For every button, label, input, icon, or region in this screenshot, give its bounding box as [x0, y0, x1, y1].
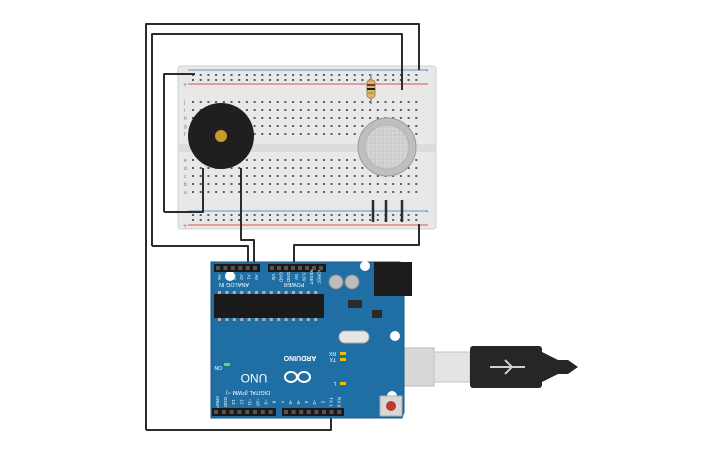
wire-gnd-outer: [145, 23, 420, 430]
wire-buzzer-signal: [240, 168, 255, 264]
reset-button-icon: [386, 401, 396, 411]
row-letter: d: [184, 166, 187, 172]
pin-label: A3: [232, 274, 237, 280]
pin-label: 7: [280, 401, 285, 404]
digital-header-low: [212, 408, 276, 416]
resistor: [366, 74, 376, 104]
pin-label: RX 0: [337, 397, 342, 408]
analog-header: [214, 264, 260, 272]
wire-rail-left: [163, 73, 195, 212]
digital-header-high: [282, 408, 344, 416]
row-letter: e: [184, 158, 187, 164]
wire-buzzer-lead: [164, 168, 204, 213]
pin-label: A2: [239, 274, 244, 280]
power-jack: [374, 262, 412, 296]
tx-label: TX: [329, 356, 336, 362]
on-label: ON: [214, 364, 222, 370]
pin-label: ~3: [312, 399, 317, 405]
buzzer-center: [215, 130, 227, 142]
model-label: UNO: [241, 371, 268, 385]
wire-analog-a: [152, 245, 249, 264]
pin-label: AREF: [215, 396, 220, 408]
pin-label: 13: [231, 399, 236, 405]
breadboard-channel: [178, 144, 436, 152]
pin-label: 8: [272, 401, 277, 404]
pin-label: IOREF: [317, 270, 322, 284]
pin-label: ~11: [247, 398, 252, 406]
pin-label: ~10: [256, 398, 261, 406]
pin-label: A0: [254, 274, 259, 280]
rail-minus-label-bottom: -: [426, 209, 429, 216]
pin-label: 3.3V: [301, 272, 306, 281]
pin-label: RESET: [309, 269, 314, 284]
gas-sensor: [357, 117, 417, 177]
power-header-label: POWER: [284, 281, 305, 287]
pin-label: 2: [320, 401, 325, 404]
pin-label: 12: [239, 399, 244, 405]
pin-label: ~5: [296, 399, 301, 405]
pin-label: GND: [279, 272, 284, 283]
row-letter: f: [184, 132, 186, 138]
pin-label: 5V: [294, 274, 299, 280]
rx-label: RX: [328, 350, 336, 356]
brand-label: ARDUINO: [283, 354, 316, 361]
analog-header-label: ANALOG IN: [219, 281, 249, 287]
power-header: [268, 264, 326, 272]
rail-minus-label: -: [426, 68, 429, 75]
row-letter: h: [184, 116, 187, 122]
row-letter: i: [184, 108, 185, 114]
pin-label: GND: [286, 272, 291, 283]
arduino-infinity-logo: [284, 371, 311, 383]
microcontroller-chip: [214, 294, 324, 318]
digital-header-label: DIGITAL (PWM ~): [226, 389, 270, 395]
row-letter: j: [183, 100, 185, 106]
usb-cable: [375, 346, 578, 388]
pin-label: ~6: [288, 399, 293, 405]
pin-label: ~9: [264, 399, 269, 405]
pin-label: A5: [217, 274, 222, 280]
row-letter: c: [184, 174, 187, 180]
pin-label: A4: [224, 274, 229, 280]
pin-label: TX 1: [328, 397, 333, 407]
pin-label: GND: [223, 397, 228, 408]
row-letter: a: [184, 190, 187, 196]
rail-plus-label-bottom: +: [183, 223, 187, 230]
pin-label: 4: [304, 401, 309, 404]
pin-label: A1: [247, 274, 252, 280]
pin-label: Vin: [271, 274, 276, 281]
row-letter: b: [184, 182, 187, 188]
wire-power-5v: [293, 224, 420, 264]
piezo-buzzer: [188, 103, 254, 169]
wire-sensor-top: [151, 33, 403, 246]
row-letter: g: [184, 124, 187, 130]
l-label: L: [333, 380, 336, 386]
rail-plus-label: +: [183, 82, 187, 89]
